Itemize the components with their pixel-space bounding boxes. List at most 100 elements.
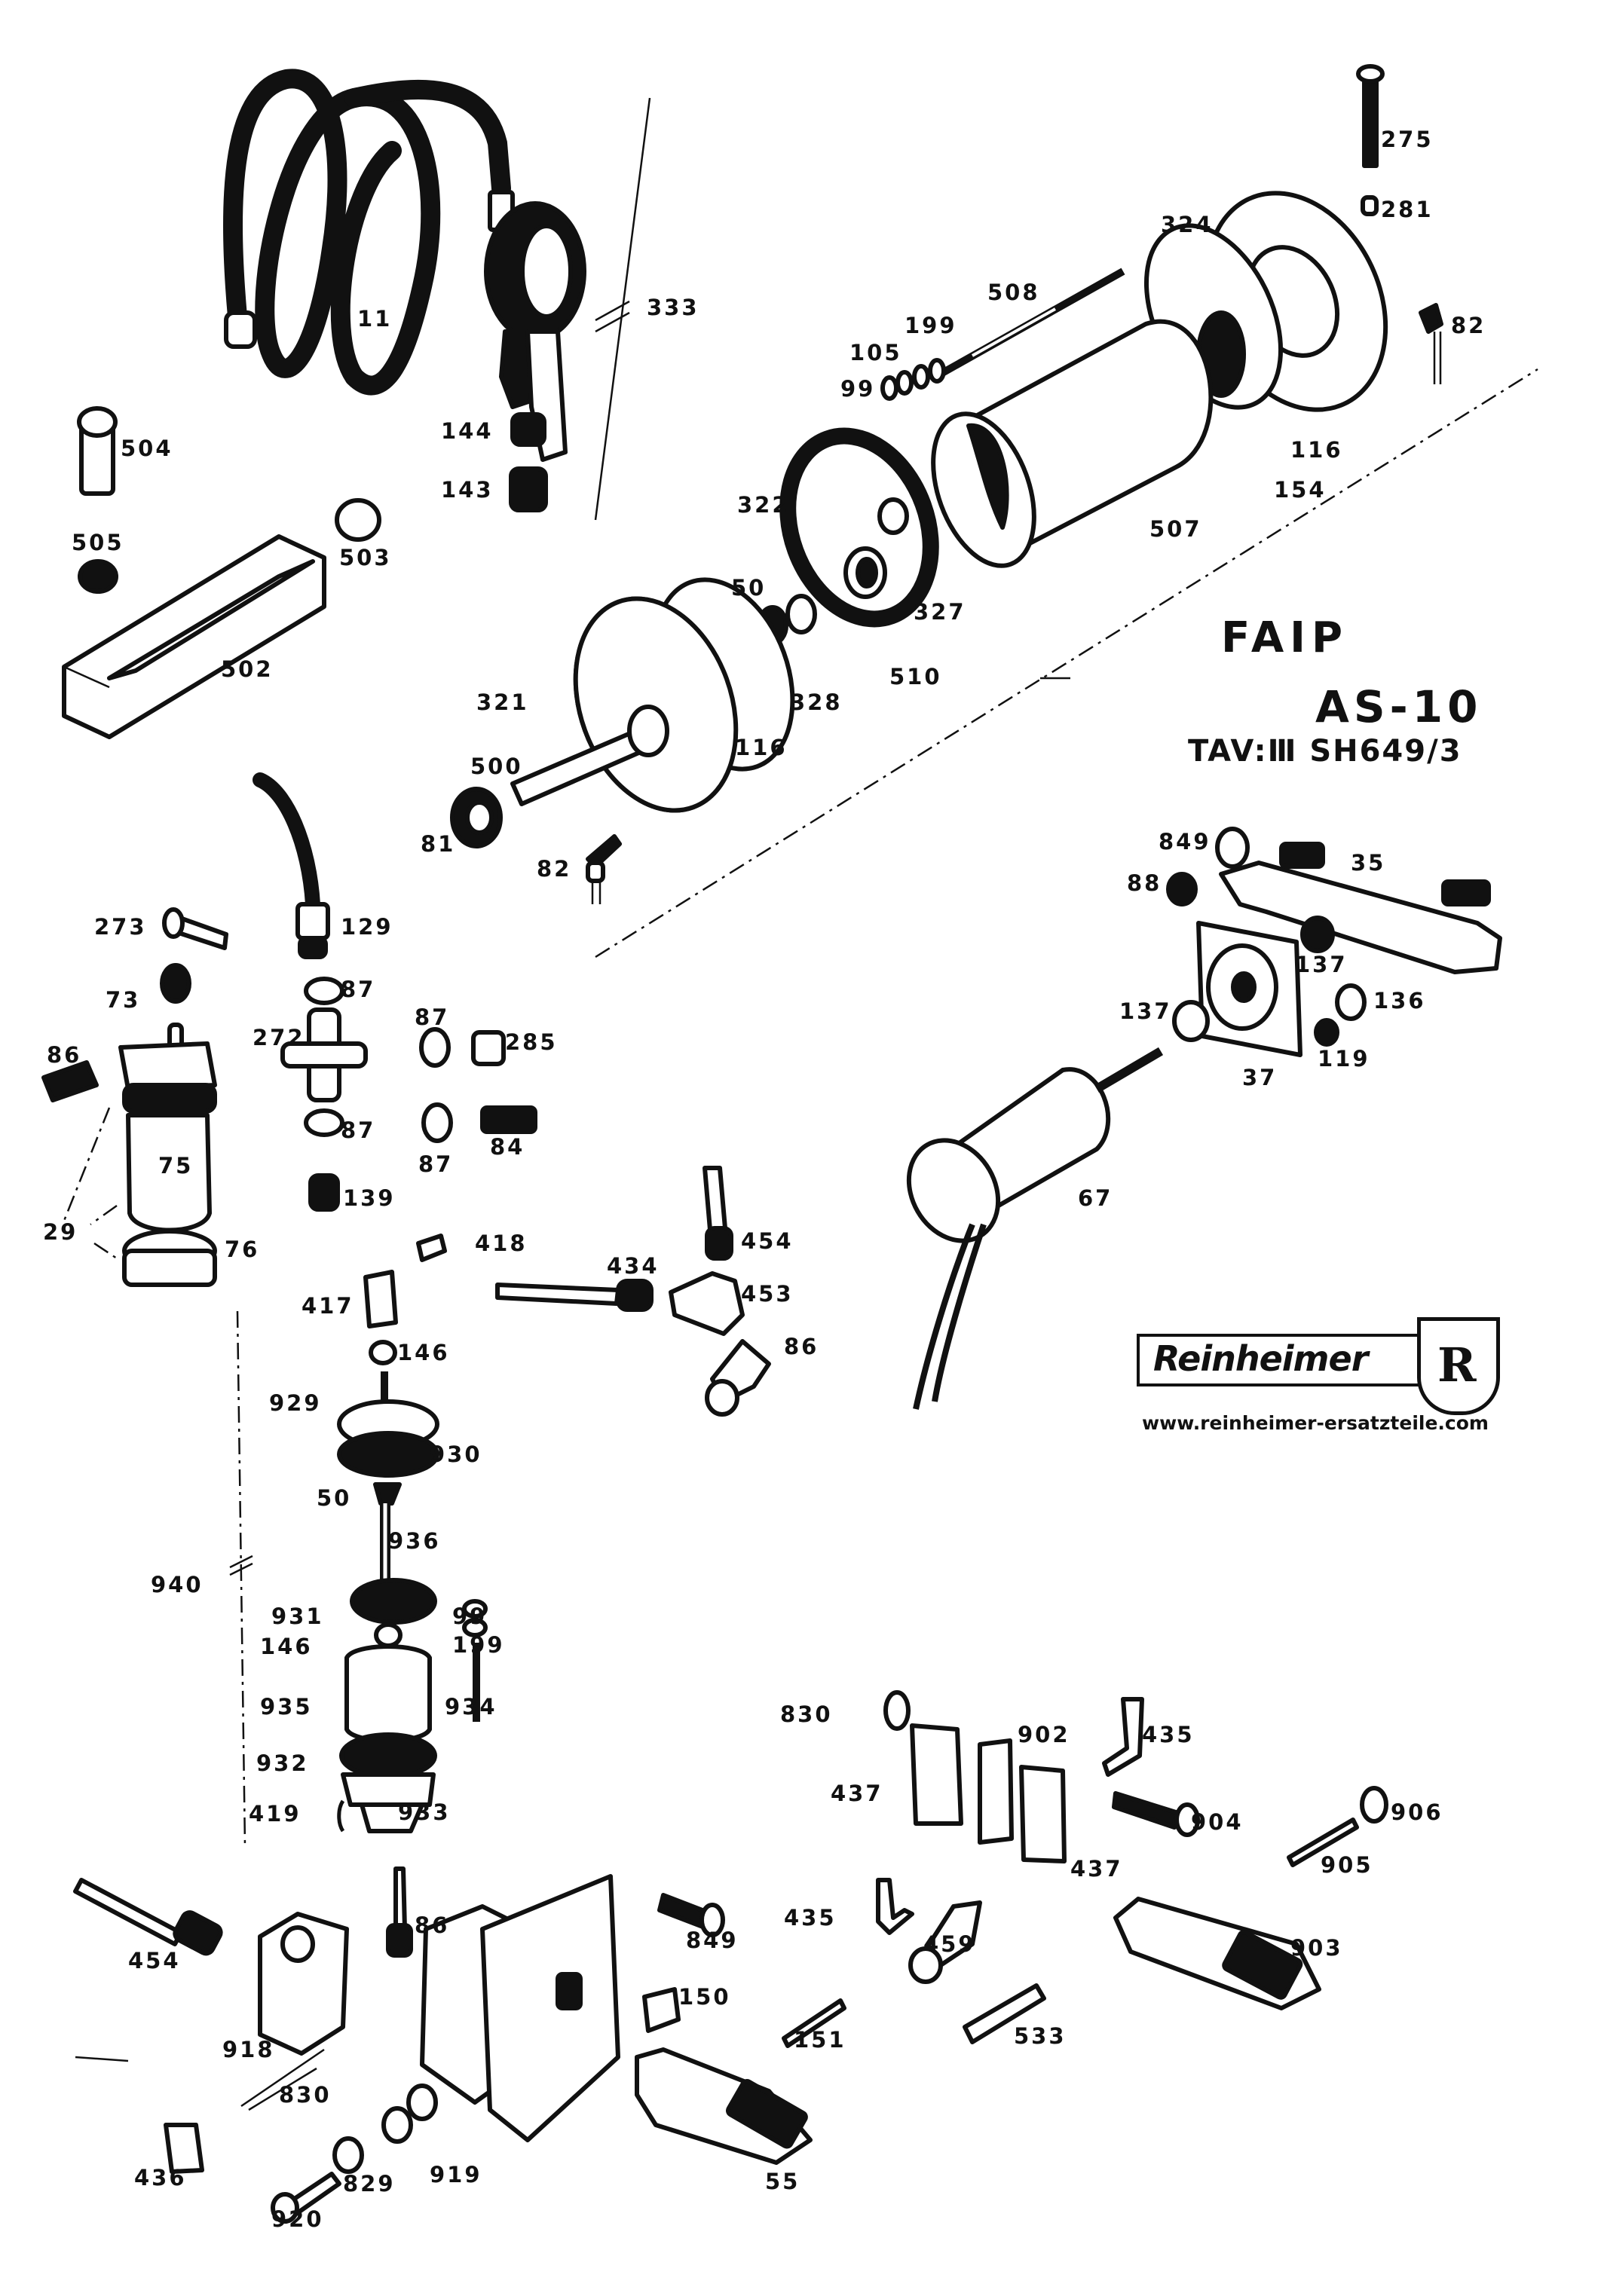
pedal-bracket-35	[1219, 861, 1502, 974]
label-454-bottom: 454	[128, 1948, 181, 1973]
label-904: 904	[1191, 1809, 1244, 1835]
nut-146a	[369, 1340, 397, 1365]
bottom-parts	[73, 1866, 846, 2224]
label-940: 940	[151, 1572, 204, 1597]
label-87-c: 87	[341, 1117, 375, 1143]
label-453: 453	[741, 1281, 794, 1307]
washer-99b	[462, 1599, 488, 1619]
label-50-valve: 50	[317, 1485, 351, 1511]
label-830-bottom: 830	[279, 2082, 332, 2108]
label-417: 417	[302, 1293, 354, 1319]
label-99-bottom: 99	[452, 1604, 487, 1629]
valve-block-437a	[910, 1723, 963, 1826]
label-321: 321	[476, 689, 529, 715]
washer-87a	[304, 977, 344, 1005]
label-435-bottom: 435	[784, 1905, 837, 1931]
pin-151	[782, 1998, 846, 2048]
nut-454	[705, 1226, 733, 1261]
label-144: 144	[441, 418, 494, 444]
label-151: 151	[794, 2027, 846, 2053]
label-50-top: 50	[731, 575, 766, 601]
valve-block-437b	[1019, 1765, 1067, 1863]
label-502: 502	[221, 656, 274, 682]
logo-text: Reinheimer	[1153, 1338, 1368, 1379]
nut-830a	[883, 1690, 911, 1731]
label-82-bottom: 82	[537, 856, 571, 882]
spring-137a	[1300, 916, 1335, 953]
cylinder-935	[344, 1644, 432, 1743]
tee-fitting-assembly	[495, 1166, 771, 1417]
label-436: 436	[134, 2165, 187, 2191]
nut-285	[471, 1030, 506, 1066]
washer-87b	[304, 1108, 344, 1137]
label-154: 154	[1274, 477, 1327, 503]
nut-830b	[406, 2084, 438, 2121]
label-87-b: 87	[415, 1004, 449, 1030]
label-86-bottom: 86	[415, 1912, 449, 1938]
label-906: 906	[1391, 1799, 1443, 1825]
label-500: 500	[470, 754, 523, 779]
label-139: 139	[343, 1185, 396, 1211]
tube-434	[495, 1283, 620, 1306]
label-905: 905	[1321, 1852, 1373, 1878]
label-829: 829	[343, 2171, 396, 2197]
plug-139	[308, 1173, 340, 1212]
label-11: 11	[357, 306, 392, 332]
label-419: 419	[249, 1801, 302, 1827]
label-849-right: 849	[1159, 829, 1211, 855]
label-199-top: 199	[905, 313, 957, 338]
clip-906	[1360, 1786, 1388, 1824]
label-503: 503	[339, 545, 392, 570]
label-87-a: 87	[341, 977, 375, 1002]
label-84: 84	[490, 1134, 525, 1160]
label-932: 932	[256, 1750, 309, 1776]
label-136: 136	[1373, 988, 1426, 1013]
washer-88	[1166, 872, 1198, 906]
nut-150	[642, 1987, 681, 2033]
hose-end-cap	[224, 310, 257, 349]
label-504: 504	[121, 436, 173, 461]
label-105: 105	[849, 340, 902, 365]
diaphragm-931	[350, 1578, 437, 1625]
model-title: AS-10	[1315, 681, 1482, 732]
brand-title: FAIP	[1221, 613, 1348, 662]
label-919: 919	[430, 2162, 482, 2187]
diaphragm-932	[339, 1732, 437, 1779]
logo-url: www.reinheimer-ersatzteile.com	[1142, 1412, 1489, 1434]
label-73: 73	[106, 987, 140, 1013]
label-285: 285	[505, 1029, 558, 1055]
label-434: 434	[607, 1253, 660, 1279]
washer-87d	[421, 1102, 453, 1143]
bar-clamp-set	[62, 406, 381, 739]
bolt-275	[1362, 69, 1379, 168]
fitting-129	[295, 902, 330, 940]
label-55: 55	[765, 2169, 800, 2194]
logo-shield-icon: R	[1417, 1317, 1500, 1415]
label-934: 934	[445, 1694, 497, 1720]
motor-assembly	[906, 827, 1502, 1410]
label-459: 459	[923, 1931, 976, 1957]
label-75: 75	[158, 1153, 193, 1179]
nut-144	[510, 412, 546, 447]
label-146-upper: 146	[397, 1340, 450, 1365]
label-116-top: 116	[1290, 437, 1343, 463]
label-76: 76	[225, 1237, 259, 1262]
filter-assembly	[41, 772, 537, 1287]
washer-281	[1361, 195, 1379, 216]
label-936: 936	[388, 1528, 441, 1554]
label-281: 281	[1381, 197, 1434, 222]
logo-shield-letter: R	[1437, 1338, 1477, 1393]
label-902: 902	[1018, 1722, 1070, 1747]
label-35: 35	[1351, 850, 1385, 876]
drum-assembly	[450, 64, 1538, 958]
pin-418	[416, 1234, 447, 1262]
label-82-top: 82	[1451, 313, 1486, 338]
label-129: 129	[341, 914, 393, 940]
label-454-mid: 454	[741, 1228, 794, 1254]
tee-453	[669, 1271, 745, 1336]
elbow-86c	[393, 1866, 407, 1931]
plug-327	[877, 497, 909, 535]
valve-block-set	[876, 1690, 1388, 2044]
elbow-86	[41, 1060, 99, 1102]
label-849-bottom: 849	[686, 1928, 739, 1953]
